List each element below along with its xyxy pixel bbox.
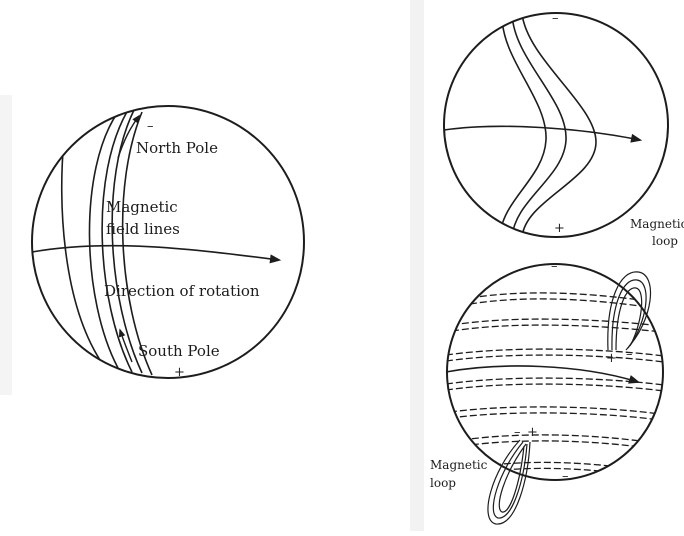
field-lines-label-line1: Magnetic <box>106 198 178 216</box>
page-edge-shade-right <box>410 0 424 531</box>
right-top-rotation-arrow <box>444 126 640 140</box>
lower-loop-label-line1: Magnetic <box>430 458 488 472</box>
left-sign-bottom: + <box>174 365 185 380</box>
right-top-sign-top: – <box>552 11 559 26</box>
right-bottom-sign-bottom: – <box>562 469 569 484</box>
right-bottom-twisted-bands <box>446 293 664 474</box>
right-bottom-sign-minus-right: – <box>626 347 633 362</box>
south-pole-label: South Pole <box>138 342 220 360</box>
right-bottom-sign-plus-right: + <box>606 351 617 366</box>
field-lines-label-line2: field lines <box>106 220 180 238</box>
left-sphere: – North Pole Magnetic field lines Direct… <box>32 106 304 380</box>
right-top-sphere-outline <box>444 13 668 237</box>
right-bottom-sign-minus-lower: – <box>514 425 521 440</box>
right-bottom-sphere-outline <box>447 264 663 480</box>
right-top-sphere: – + <box>444 11 668 238</box>
page-edge-shade-left <box>0 95 12 395</box>
left-rotation-arrow <box>32 246 279 260</box>
north-pole-label: North Pole <box>136 139 218 157</box>
right-top-sign-bottom: + <box>554 221 565 236</box>
rotation-label: Direction of rotation <box>104 282 260 300</box>
left-sign-top: – <box>147 119 154 134</box>
upper-loop-label-line2: loop <box>652 234 678 248</box>
right-bottom-sign-plus-lower: + <box>527 425 538 440</box>
right-bottom-sign-top: – <box>551 259 558 274</box>
lower-magnetic-loop <box>488 440 530 524</box>
upper-loop-label-line1: Magnetic <box>630 217 684 231</box>
right-bottom-sphere: – + – – + – Magnetic loop Magnetic loop <box>430 217 684 524</box>
lower-loop-label-line2: loop <box>430 476 456 490</box>
